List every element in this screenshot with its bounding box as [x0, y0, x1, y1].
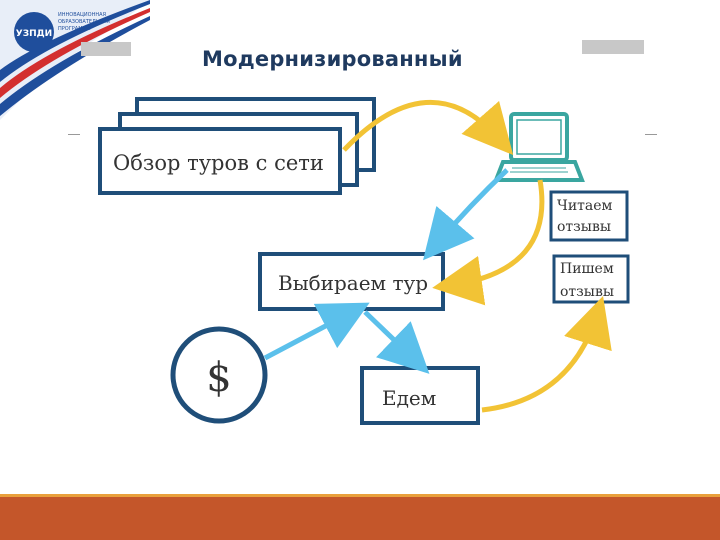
choose-tour-box: [258, 252, 445, 311]
arrow-choose-to-go: [363, 310, 430, 374]
footer-bar: [0, 497, 720, 540]
logo-emblem-icon: [14, 12, 54, 52]
review-label: Обзор туров с сети: [113, 151, 324, 175]
write-reviews-line-2: отзывы: [560, 284, 614, 300]
divider-left: [68, 134, 80, 135]
arrow-laptop-to-choose: [423, 168, 509, 261]
money-circle: [170, 326, 268, 424]
write-reviews-line-1: Пишем: [560, 261, 614, 277]
logo-line-1: ИННОВАЦИОННАЯ: [58, 12, 106, 18]
arrow-review-to-laptop: [342, 99, 514, 156]
go-box: [360, 366, 480, 425]
page-title: Модернизированный: [202, 47, 463, 71]
divider-right: [645, 134, 657, 135]
dollar-icon: $: [206, 355, 231, 401]
logo: УЗПДИ ИННОВАЦИОННАЯ ОБРАЗОВАТЕЛЬНАЯ ПРОГ…: [0, 0, 150, 120]
review-box: [98, 127, 342, 195]
arrow-reviews-to-choose: [432, 179, 545, 306]
header-placeholder-left: [81, 42, 131, 56]
go-label: Едем: [382, 386, 436, 410]
laptop-icon: [493, 112, 585, 182]
header-placeholder-right: [582, 40, 644, 54]
read-reviews-box: [549, 190, 629, 242]
read-reviews-line-1: Читаем: [557, 198, 613, 214]
read-reviews-line-2: отзывы: [557, 219, 611, 235]
choose-tour-label: Выбираем тур: [278, 271, 428, 295]
footer-accent-line: [0, 494, 720, 497]
logo-abbr: УЗПДИ: [16, 29, 52, 39]
logo-line-2: ОБРАЗОВАТЕЛЬНАЯ: [58, 19, 110, 25]
arrow-go-to-write: [481, 295, 612, 413]
logo-line-3: ПРОГРАММА: [58, 26, 91, 32]
arrow-money-to-choose: [263, 302, 370, 361]
